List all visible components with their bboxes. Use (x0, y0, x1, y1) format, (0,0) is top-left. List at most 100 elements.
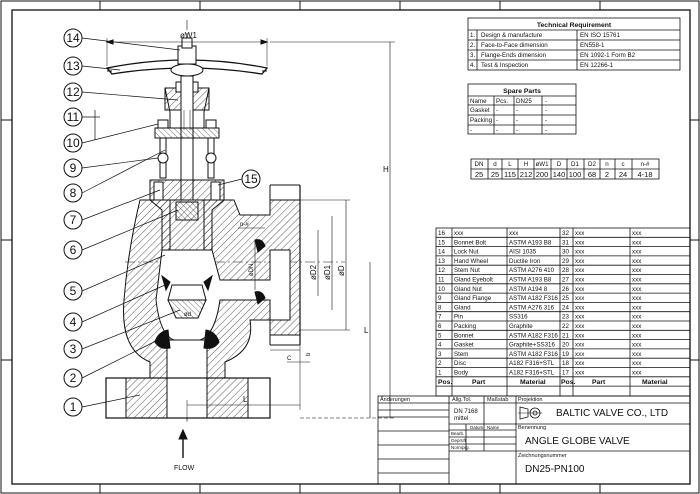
callout-6-label: 6 (70, 243, 77, 257)
parts-row-pos: 10 (438, 286, 445, 293)
flow-label: FLOW (174, 465, 195, 472)
tb-datum: Datum (470, 425, 484, 430)
sp-r1-c1: Gasket (470, 107, 490, 114)
callout-5 (63, 281, 83, 301)
dim-head-c: c (621, 161, 624, 168)
parts-row-pos: 31 (562, 239, 569, 246)
dim-w1-label: øW1 (180, 31, 197, 40)
dim-head-w1: øW1 (535, 161, 549, 168)
parts-row-part: xxx (575, 258, 585, 265)
sp-head-extra: - (545, 98, 547, 105)
parts-row-part: xxx (575, 230, 585, 237)
dim-head-h: H (524, 161, 528, 168)
tb-gepruft: Geprüft (451, 438, 467, 443)
callout-6 (63, 240, 83, 260)
tr-no-3: 3. (470, 52, 475, 59)
parts-row-pos: 26 (562, 286, 569, 293)
parts-row-part: xxx (575, 295, 585, 302)
dim-val-l: 115 (504, 170, 516, 179)
sp-r1-c3: - (516, 107, 518, 114)
parts-header-part: Part (472, 379, 486, 386)
parts-row-pos: 7 (438, 314, 442, 321)
tb-massstab: Maßstab (487, 397, 508, 403)
sp-r2-c4: - (545, 117, 547, 124)
dim-d2-label: øD2 (309, 264, 318, 280)
callout-4 (63, 312, 83, 332)
parts-header-pos-right: Pos. (561, 379, 575, 386)
callout-10-label: 10 (66, 136, 80, 150)
tb-company: BALTIC VALVE CO., LTD (556, 408, 668, 419)
parts-row-pos: 19 (562, 351, 569, 358)
parts-row-part: Gland Eyebolt (454, 277, 493, 284)
dim-val-d1: 100 (569, 170, 582, 179)
callout-7-label: 7 (70, 213, 77, 227)
valve-section-view (81, 20, 395, 458)
dim-l-vertical-label: L (364, 326, 369, 335)
sp-r2-c3: - (516, 117, 518, 124)
parts-row-pos: 18 (562, 360, 569, 367)
parts-row-pos: 22 (562, 323, 569, 330)
parts-row-pos: 27 (562, 277, 569, 284)
dim-head-dn: DN (475, 161, 484, 168)
callout-12-label: 12 (66, 85, 80, 99)
callout-2-label: 2 (70, 371, 77, 385)
dim-l-horizontal-label: L (243, 395, 248, 404)
tr-item-4: Test & Inspection (481, 62, 529, 69)
parts-row-material: ASTM A182 F316 (509, 332, 558, 339)
spare-parts-table (467, 83, 577, 135)
spare-parts-title: Spare Parts (503, 88, 541, 95)
dim-head-bigd: D (557, 161, 562, 168)
parts-row-material: xxx (632, 360, 642, 367)
dim-head-d: d (493, 161, 497, 168)
callout-1-label: 1 (70, 400, 77, 414)
sp-r1-c2: - (496, 107, 498, 114)
parts-row-part: Body (454, 370, 469, 377)
dim-val-d2: 68 (588, 170, 596, 179)
parts-row-pos: 1 (438, 370, 442, 377)
callout-13 (63, 56, 83, 76)
parts-row-part: Gland Nut (454, 286, 482, 293)
sp-r3-c1: - (470, 127, 472, 134)
parts-row-material: xxx (632, 267, 642, 274)
callout-3-label: 3 (70, 342, 77, 356)
tb-drawing-number: DN25-PN100 (525, 464, 585, 475)
parts-row-pos: 28 (562, 267, 569, 274)
parts-row-pos: 4 (438, 342, 442, 349)
parts-row-part: Lock Nut (454, 249, 479, 256)
parts-row-pos: 24 (562, 304, 569, 311)
sp-head-name: Name (470, 98, 487, 105)
tr-item-1: Design & manufacture (481, 32, 543, 39)
dim-val-w1: 200 (536, 170, 549, 179)
tb-projektion: Projektion (518, 397, 542, 403)
parts-row-part: xxx (575, 323, 585, 330)
parts-row-pos: 23 (562, 314, 569, 321)
tb-name: Name (487, 425, 500, 430)
parts-row-part: Pin (454, 314, 464, 321)
dim-dn-label: øDN (249, 264, 255, 276)
parts-row-material: Graphite (509, 323, 533, 330)
parts-row-pos: 2 (438, 360, 442, 367)
sp-r3-c3: - (516, 127, 518, 134)
parts-row-material: ASTM A182 F316 (509, 351, 558, 358)
dim-val-dn: 25 (475, 170, 483, 179)
sp-r1-c4: - (545, 107, 547, 114)
parts-row-material: xxx (632, 314, 642, 321)
sp-head-pcs: Pcs. (496, 98, 508, 105)
parts-row-material: ASTM A276 316 (509, 304, 555, 311)
parts-row-pos: 14 (438, 249, 445, 256)
dim-head-l: L (508, 161, 512, 168)
parts-header-material-right: Material (642, 379, 668, 386)
parts-row-pos: 32 (562, 230, 569, 237)
parts-row-material: xxx (632, 304, 642, 311)
parts-row-part: Packing (454, 323, 477, 330)
dim-h-label: H (383, 165, 389, 174)
parts-row-part: xxx (575, 304, 585, 311)
dim-head-d2: D2 (588, 161, 596, 168)
dim-d-small-label: ød (184, 312, 191, 318)
parts-row-pos: 8 (438, 304, 442, 311)
callout-3 (63, 339, 83, 359)
parts-row-material: xxx (632, 230, 642, 237)
parts-row-material: xxx (632, 351, 642, 358)
parts-row-material: xxx (632, 249, 642, 256)
